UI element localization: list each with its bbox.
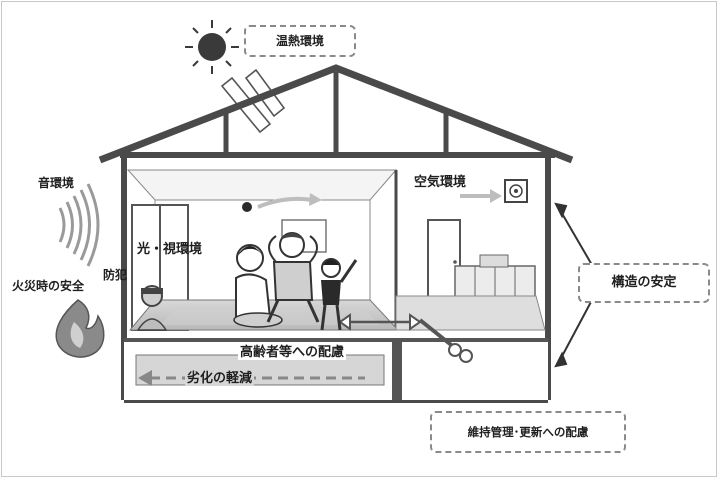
flame-icon	[55, 299, 105, 358]
barrier-free-arrow-icon	[338, 313, 422, 331]
foundation	[124, 318, 548, 400]
burglar-icon	[136, 285, 168, 331]
light-arrow-icon	[257, 193, 322, 209]
elderly-consideration-label: 高齢者等への配慮	[238, 345, 347, 360]
light-visual-environment-label: 光・視環境	[137, 242, 203, 257]
fire-safety-label: 火災時の安全	[12, 279, 85, 293]
sound-environment-label: 音環境	[38, 176, 75, 190]
sound-waves-icon	[58, 183, 100, 267]
ventilation-fan-icon	[504, 179, 528, 203]
structural-stability-label: 構造の安定	[578, 263, 710, 303]
roof	[98, 64, 574, 164]
thermal-environment-label: 温熱環境	[244, 25, 356, 57]
kitchen-room	[395, 179, 546, 331]
structure-arrow-icon	[554, 202, 593, 368]
maintenance-consideration-label: 維持管理･更新への配慮	[430, 411, 626, 453]
crime-prevention-label: 防犯	[103, 268, 128, 282]
deterioration-reduction-label: 劣化の軽減	[185, 371, 255, 386]
family-illustration	[233, 232, 358, 331]
air-flow-arrow-icon	[460, 189, 502, 203]
sun-icon	[185, 20, 239, 74]
air-environment-label: 空気環境	[414, 175, 467, 190]
